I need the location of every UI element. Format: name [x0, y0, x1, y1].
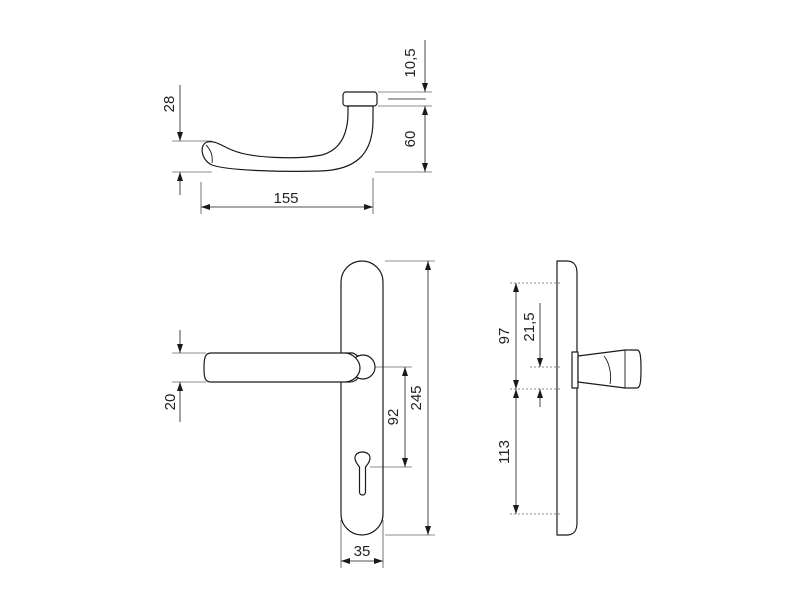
dim-offset-top: 10,5: [402, 48, 419, 77]
backplate: [340, 260, 384, 536]
dim-side-lower: 113: [496, 440, 513, 464]
dim-plate-width: 35: [354, 543, 371, 560]
dim-lever-width: 20: [162, 394, 179, 411]
dims-front-left: [172, 330, 206, 422]
dims-top-left: [172, 85, 212, 195]
cylinder-hole: [354, 451, 371, 496]
side-view: [510, 260, 642, 536]
dim-plate-height: 245: [408, 385, 425, 410]
dim-lever-length: 155: [273, 190, 298, 207]
dims-plate-width: [340, 520, 384, 568]
dims-plate-height: [385, 260, 435, 536]
front-view: [203, 260, 384, 536]
dims-top-length: [200, 178, 374, 214]
dim-side-spindle: 21,5: [521, 312, 538, 341]
dim-height-total: 60: [402, 131, 419, 148]
dim-lever-drop: 28: [161, 96, 178, 113]
plate-side: [556, 260, 578, 536]
dim-center-distance: 92: [385, 409, 402, 426]
rose-side: [571, 351, 579, 389]
lever-tip-edge: [205, 144, 213, 164]
lever-profile: [201, 105, 374, 172]
dims-center-distance: [370, 366, 412, 468]
dims-side-left: [513, 283, 519, 514]
dims-top-right: [375, 40, 432, 173]
dims-side-spindle: [537, 303, 543, 407]
lever-top-view: [201, 91, 378, 172]
lever-neck: [344, 352, 361, 383]
dim-side-upper: 97: [496, 328, 513, 345]
lever-front: [203, 352, 363, 383]
rose-cap: [342, 91, 378, 107]
